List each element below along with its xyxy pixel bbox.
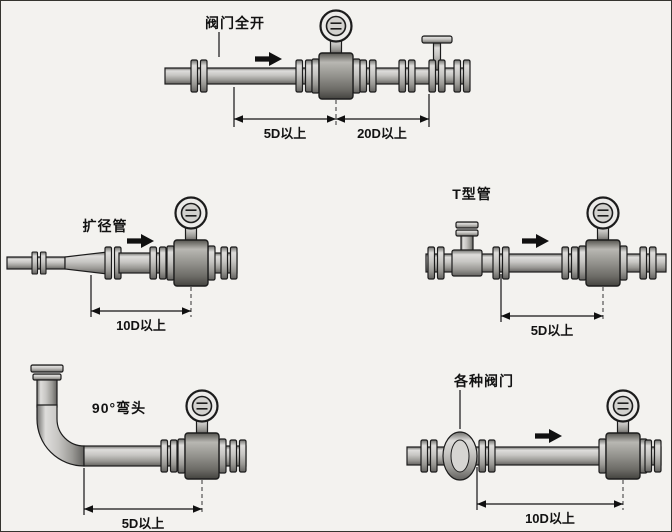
dimension-downstream: 20D以上 [336,94,430,141]
dimension-label: 20D以上 [357,126,407,141]
diagram-label: 阀门全开 [205,15,265,31]
dim-arrowhead-right-icon [182,307,191,315]
dimension-label: 10D以上 [525,511,575,526]
ball-valve-icon [442,431,478,481]
dim-arrowhead-right-icon [193,505,202,513]
flowmeter-icon [178,391,226,480]
tee-fitting-icon [451,221,483,277]
reducer-cone [64,251,108,275]
gate-valve-icon [421,35,453,93]
diagram-reducer: 扩径管 10D以上 [6,181,238,333]
flowmeter-icon [312,11,360,100]
dimension: 5D以上 [500,274,604,338]
dim-arrowhead-right-icon [594,312,603,320]
dimension-label: 5D以上 [264,126,307,141]
flow-arrow-icon [535,429,562,443]
diagram-tee: T型管 5D以上 [425,186,667,338]
flowmeter-icon [599,391,647,480]
flowmeter-icon [579,198,627,287]
dim-arrowhead-left-icon [91,307,100,315]
dim-arrowhead-right-icon [614,500,623,508]
diagram-elbow: 90°弯头 5D以上 [30,364,247,531]
diagram-various-valves: 各种阀门 10D以上 [406,373,662,526]
flow-arrow-icon [522,234,549,248]
dim-arrowhead-right-icon [327,115,336,123]
flow-arrow-icon [127,234,154,248]
dim-arrowhead-left-icon [84,505,93,513]
dim-arrowhead-left-icon [477,500,486,508]
dimension-upstream: 5D以上 [233,87,337,141]
dimension: 5D以上 [83,468,203,531]
dim-arrowhead-left-icon [501,312,510,320]
diagram-label: T型管 [452,186,492,202]
diagram-label: 各种阀门 [453,373,514,389]
dimension-label: 10D以上 [116,318,166,333]
flowmeter-icon [167,198,215,287]
diagram-label: 90°弯头 [92,400,146,416]
elbow-pipe-icon [30,364,85,467]
dimension: 10D以上 [476,467,624,526]
diagram-valve-fully-open: 阀门全开 5D以上 20D以上 [164,7,471,141]
dimension-label: 5D以上 [531,323,574,338]
dimension: 10D以上 [90,275,192,333]
dimension-label: 5D以上 [122,516,165,531]
dim-arrowhead-right-icon [420,115,429,123]
dim-arrowhead-left-icon [234,115,243,123]
flow-arrow-icon [255,52,282,66]
dim-arrowhead-left-icon [336,115,345,123]
diagram-label: 扩径管 [83,218,128,234]
